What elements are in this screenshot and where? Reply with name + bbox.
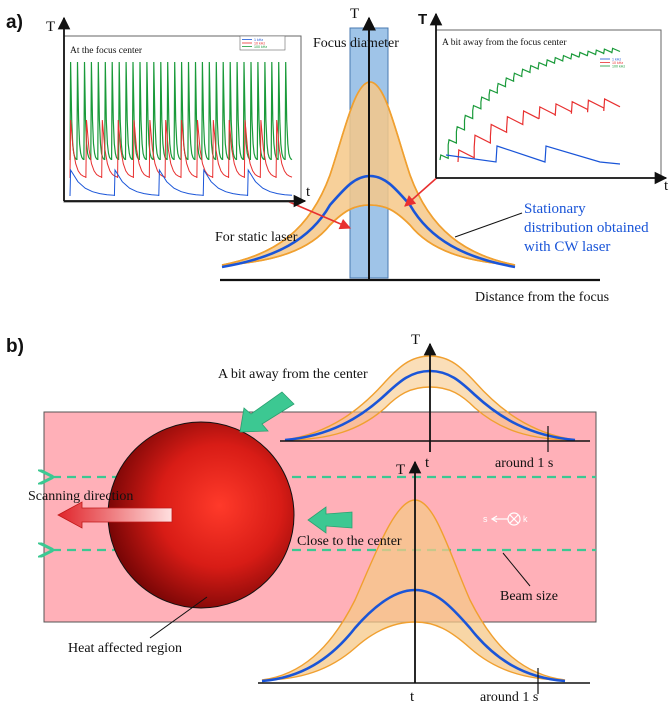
inset-left: At the focus center 1 kHz 10 kHz 100 kHz…	[46, 16, 307, 208]
panel-b-label: b)	[6, 336, 24, 357]
left-legend-1: 1 kHz	[254, 38, 263, 42]
bottom-plot-T: T	[396, 462, 405, 478]
right-inset-green-series	[439, 47, 621, 161]
left-inset-red-series	[69, 119, 293, 179]
top-plot-time: around 1 s	[495, 456, 553, 471]
heat-region-label: Heat affected region	[68, 641, 182, 656]
scanning-direction-label: Scanning direction	[28, 489, 133, 504]
right-inset-t: t	[664, 178, 669, 194]
vector-s: s	[483, 514, 488, 524]
beam-vector: s k	[483, 512, 528, 526]
left-inset-T: T	[46, 19, 55, 35]
focus-diameter-label: Focus diameter	[313, 36, 399, 51]
beam-size-pointer	[502, 552, 531, 587]
distance-label: Distance from the focus	[475, 290, 609, 305]
green-arrow-away	[239, 391, 295, 433]
stationary-label-3: with CW laser	[524, 239, 610, 255]
right-inset-blue-series	[445, 145, 621, 165]
right-inset-title: A bit away from the focus center	[442, 37, 567, 48]
static-laser-label: For static laser	[215, 230, 298, 245]
left-inset-title: At the focus center	[70, 45, 143, 56]
top-plot-t: t	[425, 455, 430, 471]
right-legend-2: 10 kHz	[612, 61, 623, 65]
a-main-T: T	[350, 6, 359, 22]
bottom-plot-t: t	[410, 689, 415, 705]
stationary-label-2: distribution obtained	[524, 220, 649, 236]
scanning-arrow	[57, 501, 173, 529]
stationary-pointer	[454, 212, 523, 238]
right-inset-red-series	[457, 98, 621, 163]
a-main-t: t	[306, 184, 311, 200]
close-center-label: Close to the center	[297, 534, 402, 549]
red-pointer-right	[404, 174, 441, 207]
vector-k: k	[523, 514, 528, 524]
right-legend-1: 1 kHz	[612, 58, 621, 62]
stationary-label-1: Stationary	[524, 201, 586, 217]
bottom-plot-time: around 1 s	[480, 690, 538, 705]
beam-size-label: Beam size	[500, 589, 558, 604]
left-inset-blue-series	[69, 168, 293, 197]
left-legend-3: 100 kHz	[254, 45, 267, 49]
panel-a-label: a)	[6, 12, 23, 33]
top-plot-T: T	[411, 332, 420, 348]
right-legend-3: 100 kHz	[612, 65, 625, 69]
inset-right: A bit away from the focus center 1 kHz 1…	[418, 11, 669, 194]
green-arrow-close	[307, 506, 353, 534]
heat-region-pointer	[149, 596, 208, 639]
away-center-label: A bit away from the center	[218, 367, 368, 382]
left-legend-2: 10 kHz	[254, 42, 265, 46]
red-pointer-left	[279, 197, 352, 230]
right-inset-T: T	[418, 11, 427, 28]
